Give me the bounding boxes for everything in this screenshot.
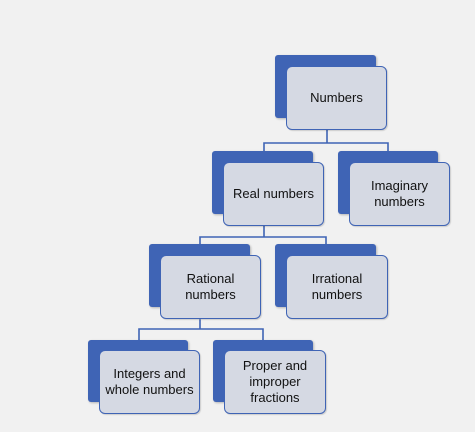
connector-real-children	[199, 225, 327, 247]
node-integers-box: Integers and whole numbers	[99, 350, 200, 414]
node-rational-numbers-box: Rational numbers	[160, 255, 261, 319]
node-numbers-box: Numbers	[286, 66, 387, 130]
node-imaginary-numbers-box: Imaginary numbers	[349, 162, 450, 226]
node-fractions-label: Proper and improper fractions	[242, 358, 308, 405]
node-fractions-box: Proper and improper fractions	[224, 350, 326, 414]
connector-numbers-children	[263, 129, 389, 153]
node-irrational-numbers-box: Irrational numbers	[286, 255, 388, 319]
node-irrational-numbers-label: Irrational numbers	[311, 271, 363, 302]
node-integers-label: Integers and whole numbers	[105, 366, 194, 397]
node-imaginary-numbers-label: Imaginary numbers	[370, 178, 429, 209]
connector-rational-children	[138, 319, 264, 342]
node-real-numbers-label: Real numbers	[233, 186, 314, 201]
node-rational-numbers-label: Rational numbers	[185, 271, 236, 302]
node-real-numbers-box: Real numbers	[223, 162, 324, 226]
node-numbers-label: Numbers	[310, 90, 363, 105]
